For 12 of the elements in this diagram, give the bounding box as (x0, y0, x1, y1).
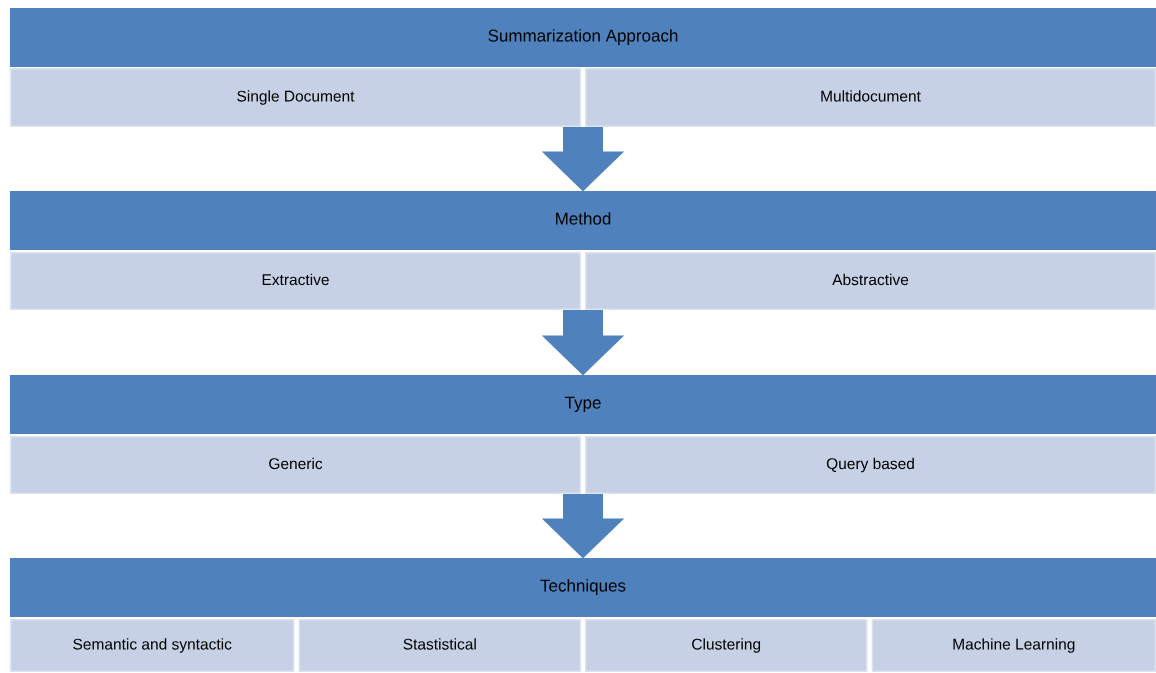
category-box: Machine Learning (871, 619, 1156, 672)
category-box: Extractive (10, 252, 581, 310)
category-box: Semantic and syntactic (9, 619, 295, 672)
header-band: Summarization Approach (10, 8, 1156, 67)
header-band: Techniques (10, 558, 1156, 617)
category-box: Abstractive (585, 252, 1156, 310)
category-box: Multidocument (585, 68, 1156, 127)
category-box: Single Document (10, 68, 581, 127)
category-box: Generic (10, 436, 581, 494)
category-box: Query based (585, 436, 1156, 494)
category-box: Stastistical (298, 619, 582, 672)
category-box: Clustering (584, 619, 868, 672)
